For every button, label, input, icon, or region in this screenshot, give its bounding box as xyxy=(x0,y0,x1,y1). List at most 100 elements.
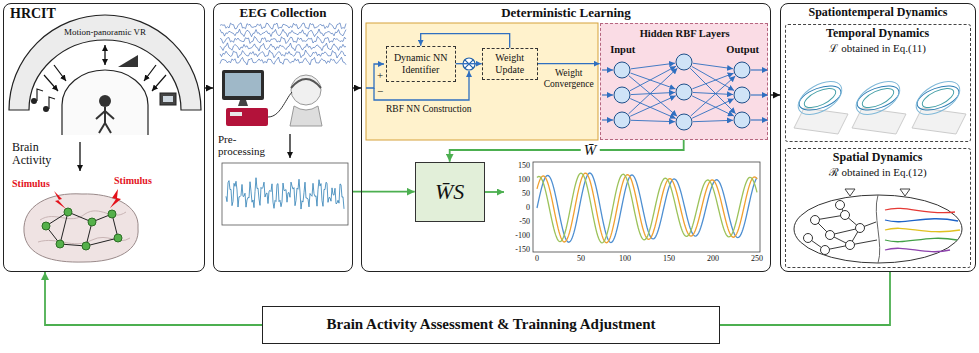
vr-scene xyxy=(104,45,105,65)
temporal-plots xyxy=(914,81,962,115)
rbf-construction-region xyxy=(366,23,598,140)
temporal-plots xyxy=(793,75,848,122)
spatial-network xyxy=(856,224,865,233)
dynamics-box: Spatial Dynamicsℛ obtained in Eq.(12) xyxy=(785,148,971,268)
wave-plot xyxy=(537,173,757,243)
axis-tick: 50 xyxy=(568,254,594,264)
vr-dome xyxy=(9,15,201,110)
temporal-plots xyxy=(860,84,897,111)
eeg-device xyxy=(238,100,248,106)
connector xyxy=(720,272,890,325)
temporal-plots xyxy=(920,84,957,111)
eeg-traces xyxy=(220,43,346,51)
connector xyxy=(205,87,213,88)
eeg-device xyxy=(222,70,322,126)
neural-network xyxy=(693,63,733,69)
eeg-device xyxy=(230,112,242,116)
brain-illustration xyxy=(114,234,122,242)
feedback-box: Brain Activity Assessment & Trainning Ad… xyxy=(262,306,720,344)
temporal-plots xyxy=(854,81,902,115)
sign-label: − xyxy=(377,85,383,97)
temporal-plots xyxy=(911,75,966,122)
neural-network xyxy=(631,120,675,121)
box-label: Weight Update xyxy=(486,52,534,75)
wave-plot xyxy=(533,162,760,252)
preprocessing-arrow xyxy=(289,134,290,158)
temporal-plots xyxy=(793,75,966,134)
vr-scene xyxy=(37,89,43,101)
neural-network xyxy=(614,62,630,78)
eeg-device xyxy=(290,106,322,126)
connector xyxy=(456,63,482,64)
eeg-traces xyxy=(220,36,346,43)
signal-plot xyxy=(222,163,348,225)
brain-illustration xyxy=(24,194,138,262)
panel-title: HRCIT xyxy=(10,6,56,22)
neural-network xyxy=(692,96,734,116)
vr-scene xyxy=(62,70,148,135)
eeg-device xyxy=(222,70,264,100)
brain-illustration xyxy=(108,210,116,218)
brain-illustration xyxy=(110,189,121,208)
dynamics-box: Temporal Dynamicsℒ obtained in Eq.(11) xyxy=(785,24,971,142)
box-label: W̄S xyxy=(435,179,464,204)
edge-label: Weight Convergence xyxy=(540,68,598,90)
vr-scene xyxy=(99,95,111,107)
connector xyxy=(45,272,262,325)
neural-network xyxy=(630,99,675,119)
panel-title: Deterministic Learning xyxy=(362,6,770,21)
spatial-network xyxy=(845,189,910,196)
stage-panel: HRCIT xyxy=(3,3,205,272)
neural-network xyxy=(629,68,678,114)
panel-title: EEG Collection xyxy=(214,6,352,21)
connector xyxy=(450,140,684,162)
connector xyxy=(353,87,361,88)
brain-illustration xyxy=(24,189,138,262)
neural-network xyxy=(614,112,630,128)
vr-label: Motion-panoramic VR xyxy=(58,27,152,38)
edge-label: W̄ xyxy=(581,142,600,158)
spatial-network xyxy=(876,195,879,263)
connector xyxy=(538,63,600,64)
neural-network xyxy=(751,94,768,95)
axis-tick: 0 xyxy=(502,203,530,213)
connector xyxy=(353,191,415,193)
eeg-device xyxy=(226,108,268,126)
spatial-network xyxy=(808,205,877,250)
rbf-construction-region xyxy=(366,23,768,140)
connector xyxy=(771,94,780,95)
spatial-network xyxy=(826,231,835,240)
axis-tick: 100 xyxy=(502,175,530,185)
vr-scene xyxy=(144,65,156,81)
neural-network xyxy=(676,114,692,130)
brain-illustration xyxy=(54,191,66,209)
stage-panel: Spationtemperal DynamicsTemporal Dynamic… xyxy=(780,3,976,272)
rbf-construction-region xyxy=(366,64,384,88)
axis-tick: 150 xyxy=(502,161,530,171)
preprocessing-label: Pre-processing xyxy=(218,133,278,157)
eeg-device xyxy=(291,79,321,88)
neural-network xyxy=(734,87,750,103)
box-title: Temporal Dynamics xyxy=(826,27,929,41)
vr-scene xyxy=(96,107,114,133)
activity-arrow xyxy=(79,142,80,171)
axis-tick: 200 xyxy=(700,254,726,264)
axis-tick: -100 xyxy=(502,231,530,241)
wave-plot xyxy=(537,173,757,243)
construction-label: RBF NN Construction xyxy=(386,104,472,115)
spatial-network xyxy=(804,234,813,243)
axis-tick: -150 xyxy=(502,245,530,255)
eeg-traces xyxy=(220,29,346,37)
output-arrow xyxy=(485,191,504,193)
neural-network xyxy=(691,76,736,116)
vr-scene xyxy=(163,96,173,102)
panel-title: Spationtemperal Dynamics xyxy=(781,6,975,20)
spatial-network xyxy=(885,228,960,231)
signal-plot xyxy=(222,163,348,225)
eeg-device xyxy=(291,75,321,105)
brain-illustration xyxy=(56,240,64,248)
eeg-traces xyxy=(220,57,346,65)
vr-scene xyxy=(43,106,49,112)
eeg-device xyxy=(225,73,261,96)
